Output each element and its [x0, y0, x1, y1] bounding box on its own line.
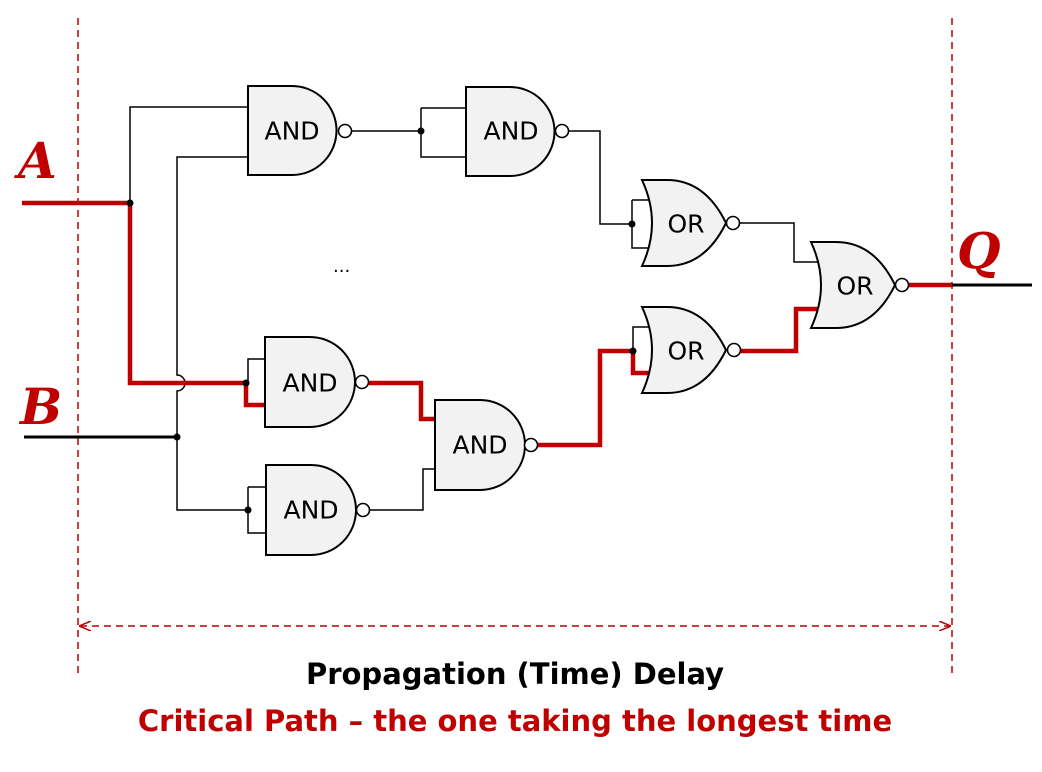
gate-label: AND [282, 369, 337, 398]
caption-subtitle: Critical Path – the one taking the longe… [138, 704, 892, 738]
nand-gate-3: AND [264, 336, 370, 428]
wires [24, 106, 1032, 534]
caption-title: Propagation (Time) Delay [306, 657, 724, 691]
nand-gate-5: AND [434, 399, 539, 491]
ellipsis: ... [333, 256, 350, 277]
gate-label: AND [483, 117, 538, 146]
gate-label: AND [264, 117, 319, 146]
nor-gate-2: OR [640, 306, 742, 394]
nor-gate-1: OR [640, 179, 741, 267]
nand-gate-1: AND [247, 85, 353, 176]
nor-gate-3: OR [809, 241, 910, 329]
nand-gate-4: AND [265, 464, 371, 556]
junction-dots [126, 127, 637, 514]
output-q-label: Q [957, 221, 1001, 280]
nand-gate-2: AND [465, 86, 570, 177]
input-b-label: B [18, 377, 62, 436]
gate-label: AND [452, 431, 507, 460]
gate-label: AND [283, 496, 338, 525]
gate-label: OR [836, 272, 873, 301]
gate-label: OR [667, 210, 704, 239]
input-a-label: A [14, 131, 57, 190]
critical-path [22, 200, 952, 448]
gate-label: OR [667, 337, 704, 366]
